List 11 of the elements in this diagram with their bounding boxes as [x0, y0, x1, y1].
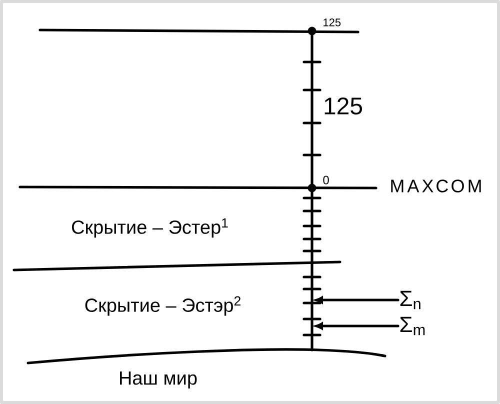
scale-value: 125 — [324, 98, 362, 114]
layer-label: Наш мир — [120, 372, 197, 388]
arrow — [315, 296, 400, 304]
sigma-label: Σ$_{n}$ — [400, 290, 420, 310]
sigma-label: Σ$_{m}$ — [400, 316, 425, 336]
scale-value: 125 — [324, 18, 341, 26]
scale-value: 0 — [323, 176, 329, 184]
line-label: МАХСОМ — [391, 180, 481, 192]
arrow — [315, 322, 400, 330]
layer-label: Скрытие – Эстер$^{1}$ — [72, 218, 228, 238]
layer-label: Скрытие – Эстэр$^{2}$ — [85, 296, 240, 316]
